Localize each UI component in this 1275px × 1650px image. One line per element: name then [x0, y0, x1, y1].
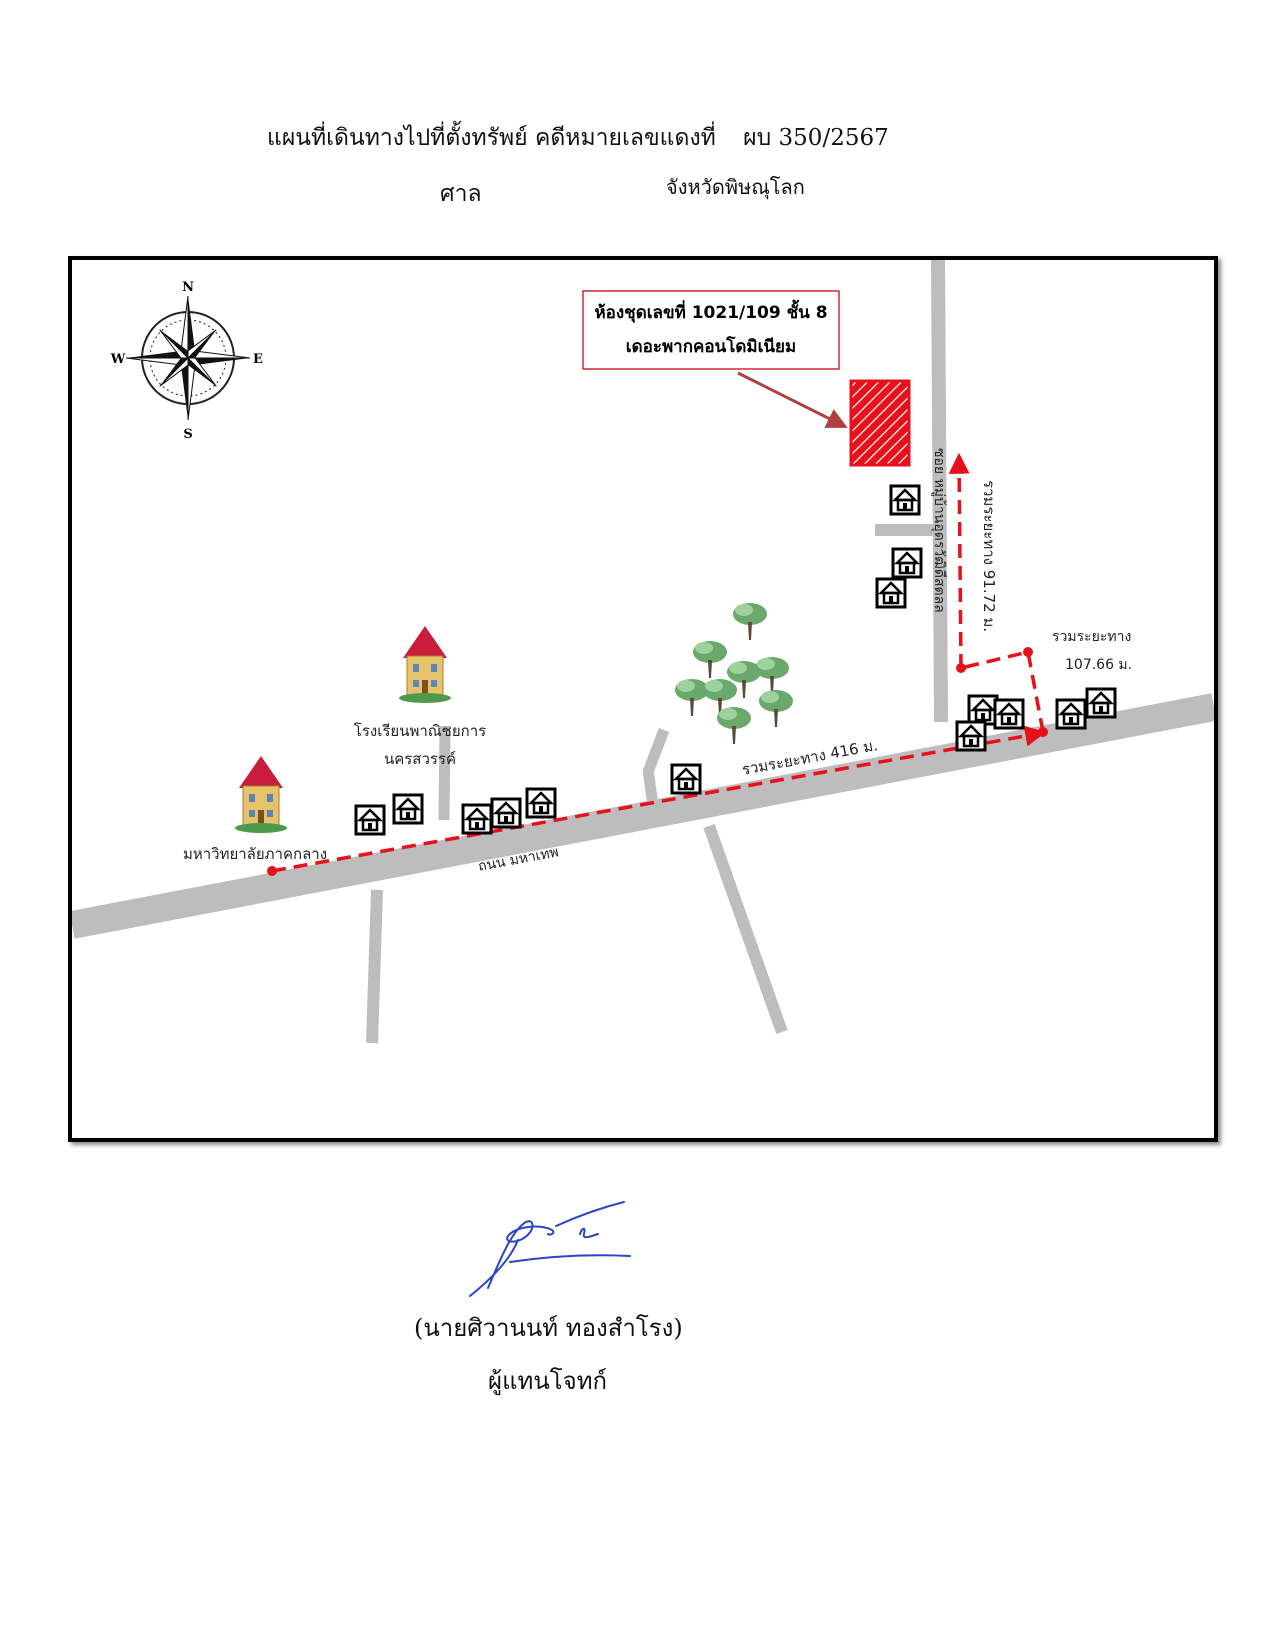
university-label: มหาวิทยาลัยภาคกลาง [183, 845, 327, 863]
signatory-name: (นายศิวานนท์ ทองสำโรง) [414, 1314, 683, 1342]
house-icon [354, 804, 386, 836]
house-icon [875, 577, 907, 609]
compass-west: W [110, 352, 126, 367]
route-path [267, 452, 1048, 876]
tree-icon [755, 657, 789, 694]
house-icon [461, 803, 493, 835]
compass-north: N [182, 280, 194, 295]
province-label: จังหวัดพิษณุโลก [666, 175, 805, 199]
map-title: แผนที่เดินทางไปที่ตั้งทรัพย์ คดีหมายเลขแ… [267, 120, 889, 156]
side-road-5 [703, 823, 788, 1035]
distance-corner-line2: 107.66 ม. [1065, 657, 1132, 673]
route-map: N S E W ห้องชุดเลขที่ 1021/109 ชั้น 8 เด… [68, 256, 1218, 1142]
court-label: ศาล [440, 181, 482, 207]
house-icon [392, 793, 424, 825]
house-icon [490, 797, 522, 829]
side-road-2 [642, 769, 659, 806]
roads [72, 260, 1214, 1044]
soi-road [931, 260, 948, 723]
university-building-icon [234, 755, 288, 834]
route-corner-dot-2 [1023, 647, 1033, 657]
handwritten-signature [469, 1201, 631, 1297]
route-start-dot [267, 866, 277, 876]
school-label-line1: โรงเรียนพาณิชยการ [354, 722, 486, 740]
target-pointer-arrow [737, 371, 848, 428]
tree-icon [675, 679, 709, 716]
compass-south: S [183, 427, 192, 442]
house-icon [891, 547, 923, 579]
target-property-marker [849, 379, 911, 467]
house-icon [889, 484, 921, 516]
tree-icon [733, 603, 767, 640]
soi-label: ซอย หมู่บ้านอุดรวัฒิดีสตลล [931, 448, 947, 613]
tree-icon [717, 707, 751, 744]
house-icon [993, 698, 1025, 730]
target-label-box: ห้องชุดเลขที่ 1021/109 ชั้น 8 เดอะพากคอน… [582, 290, 840, 370]
route-corner-dot [1038, 727, 1048, 737]
school-building-icon [398, 625, 452, 704]
house-icon [525, 787, 557, 819]
route-corner-segment [960, 649, 1045, 733]
route-main-segment [271, 725, 1047, 873]
side-road-1 [438, 725, 451, 821]
side-road-4 [366, 889, 383, 1044]
distance-corner-line1: รวมระยะทาง [1052, 629, 1131, 645]
house-icon [670, 763, 702, 795]
tree-icon [759, 690, 793, 727]
compass-east: E [253, 352, 263, 367]
compass-rose-icon: N S E W [110, 280, 263, 442]
side-road-3 [642, 728, 670, 774]
trees-group [675, 603, 793, 744]
houses-group [354, 484, 1117, 836]
target-label-line1: ห้องชุดเลขที่ 1021/109 ชั้น 8 [594, 299, 827, 323]
house-icon [1055, 698, 1087, 730]
map-canvas: N S E W ห้องชุดเลขที่ 1021/109 ชั้น 8 เด… [72, 260, 1214, 1044]
route-vertical-segment [948, 452, 970, 669]
school-label-line2: นครสวรรค์ [384, 750, 456, 768]
signatory-role: ผู้แทนโจทก์ [488, 1367, 608, 1395]
title-text: แผนที่เดินทางไปที่ตั้งทรัพย์ คดีหมายเลขแ… [267, 125, 716, 151]
target-label-line2: เดอะพากคอนโดมิเนียม [626, 336, 796, 357]
house-icon [1085, 687, 1117, 719]
house-icon [955, 720, 987, 752]
house-icon [967, 694, 999, 726]
distance-vertical-label: รวมระยะทาง 91.72 ม. [980, 480, 998, 632]
route-soi-dot [956, 663, 966, 673]
tree-icon [693, 641, 727, 678]
case-number: ผบ 350/2567 [743, 125, 889, 151]
